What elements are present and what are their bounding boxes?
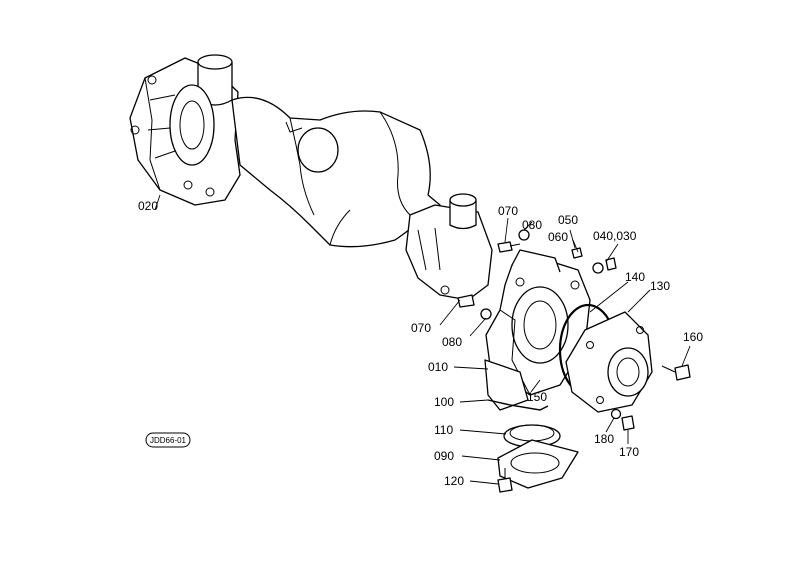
leader-lines <box>154 194 691 485</box>
reference-code: JDD66-01 <box>150 436 187 445</box>
label-070-lower: 070 <box>411 321 431 335</box>
label-060: 060 <box>548 230 568 244</box>
axle-housing <box>129 54 493 301</box>
label-080-upper: 080 <box>522 218 542 232</box>
label-040-030: 040,030 <box>593 229 637 243</box>
label-020: 020 <box>138 199 158 213</box>
label-080-lower: 080 <box>442 335 462 349</box>
label-100: 100 <box>434 395 454 409</box>
label-170: 170 <box>619 445 639 459</box>
knuckle-case <box>484 249 591 411</box>
label-130: 130 <box>650 279 670 293</box>
label-010: 010 <box>428 360 448 374</box>
reference-code-badge: JDD66-01 <box>145 432 191 448</box>
bottom-flange <box>497 439 579 489</box>
label-140: 140 <box>625 270 645 284</box>
label-150: 150 <box>527 390 547 404</box>
label-160: 160 <box>683 330 703 344</box>
label-120: 120 <box>444 474 464 488</box>
part-labels: 020 070 080 050 060 040,030 140 130 160 … <box>138 199 703 488</box>
shim-plate <box>487 399 549 411</box>
hub-cover <box>565 311 653 413</box>
bolts <box>457 229 691 493</box>
label-090: 090 <box>434 449 454 463</box>
label-110: 110 <box>434 423 453 437</box>
label-050: 050 <box>558 213 578 227</box>
label-180: 180 <box>594 432 614 446</box>
label-070-upper: 070 <box>498 204 518 218</box>
